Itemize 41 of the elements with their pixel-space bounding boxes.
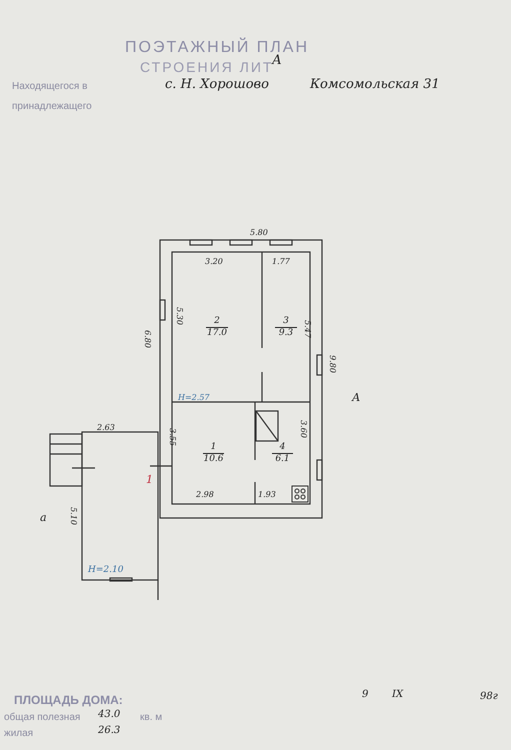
form-text: общая полезная xyxy=(4,713,80,723)
dimension-label: 1.77 xyxy=(272,258,290,266)
room-number: 4 xyxy=(272,442,294,454)
form-text: жилая xyxy=(4,729,34,739)
dimension-label: 9.80 xyxy=(328,355,336,373)
form-text: Находящегося в xyxy=(12,82,88,92)
room-area: 17.0 xyxy=(206,328,228,338)
dimension-label: 5.47 xyxy=(302,320,311,338)
dimension-label: 3.20 xyxy=(205,258,223,266)
room-number: 3 xyxy=(275,316,297,328)
dimension-label: 6.80 xyxy=(142,330,151,348)
room-area: 6.1 xyxy=(275,454,290,464)
dimension-label: 1.93 xyxy=(258,491,276,499)
dimension-label: 3.55 xyxy=(168,428,176,446)
letter-mark: А xyxy=(272,54,282,67)
dimension-label: 5.10 xyxy=(68,507,77,525)
dimension-label: 3.60 xyxy=(298,420,307,438)
room-number: 2 xyxy=(206,316,228,328)
door-mark: 1 xyxy=(146,474,153,485)
height-note: Н=2.10 xyxy=(88,565,124,576)
form-text: кв. м xyxy=(140,713,162,723)
area-value: 43.0 xyxy=(98,710,120,720)
area-value: 26.3 xyxy=(98,726,120,736)
dimension-label: 5.30 xyxy=(174,307,183,325)
address-text: с. Н. Хорошово xyxy=(165,78,269,91)
room-area: 9.3 xyxy=(278,328,294,338)
dimension-label: 5.80 xyxy=(250,229,268,237)
date-value: 9 xyxy=(362,690,368,700)
dimension-label: 2.98 xyxy=(196,491,214,499)
room-number: 1 xyxy=(202,442,224,454)
title: ПОЭТАЖНЫЙ ПЛАН xyxy=(125,40,310,56)
height-note: Н=2.57 xyxy=(178,394,210,402)
dimension-label: 2.63 xyxy=(97,424,115,432)
date-value: IX xyxy=(392,690,404,700)
letter-mark: А xyxy=(352,392,360,403)
date-value: 98г xyxy=(480,692,498,702)
form-text: принадлежащего xyxy=(12,102,92,112)
room-area: 10.6 xyxy=(203,454,224,464)
address-text: Комсомольская 31 xyxy=(310,78,440,91)
section-heading: ПЛОЩАДЬ ДОМА: xyxy=(14,694,123,706)
letter-mark: а xyxy=(40,512,47,523)
